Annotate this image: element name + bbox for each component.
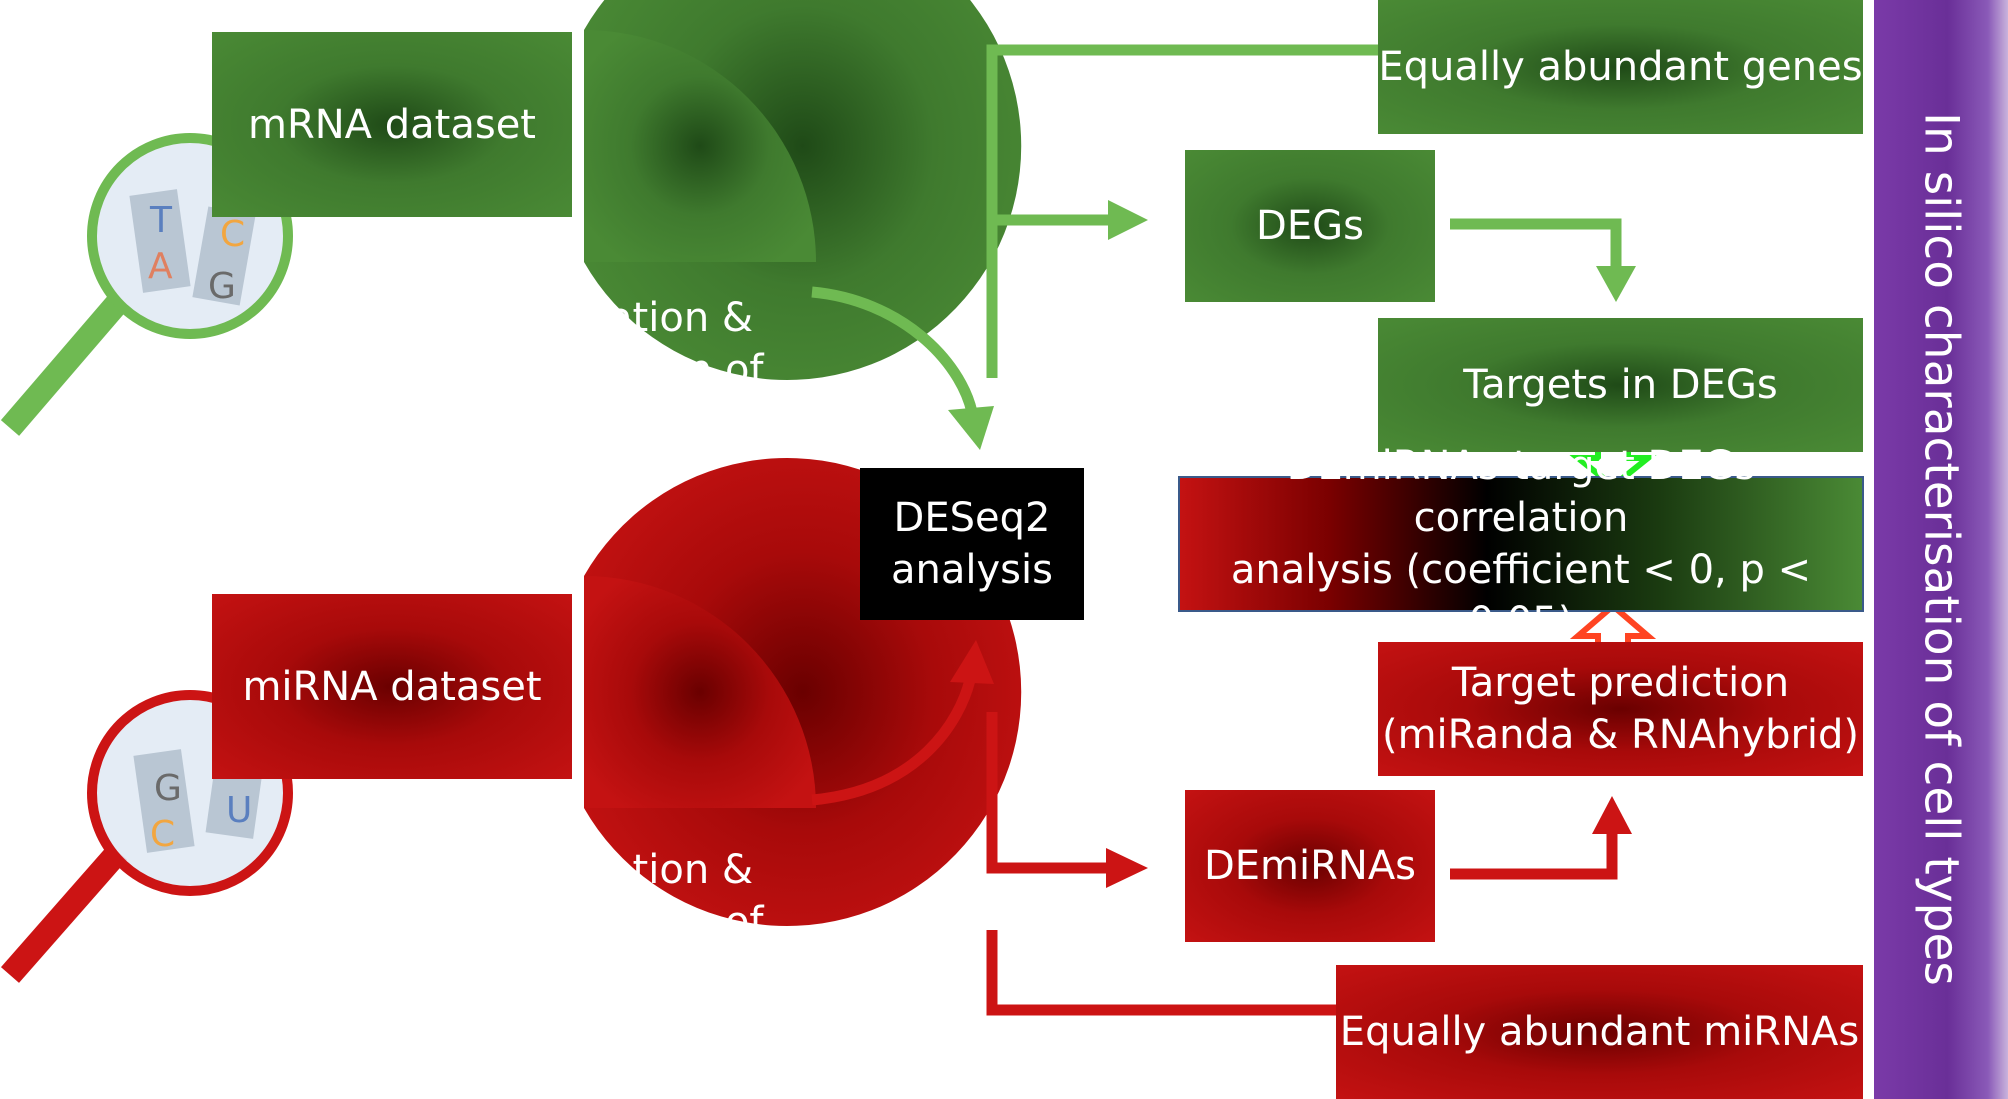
arrow-icon [986, 712, 1108, 874]
sidebar-title: In silico characterisation of cell types [1913, 112, 1969, 986]
arrow-icon [811, 678, 976, 806]
demirnas-box: DEmiRNAs [1185, 790, 1435, 942]
mrna-pie-shape [584, 30, 816, 262]
mirna-dataset-box: miRNA dataset [212, 594, 572, 779]
letter-c: C [220, 214, 245, 255]
equally-abundant-genes-box: Equally abundant genes [1378, 0, 1863, 134]
degs-box: DEGs [1185, 150, 1435, 302]
mrna-dataset-box: mRNA dataset [212, 32, 572, 217]
arrow-icon [986, 930, 1340, 1016]
arrow-icon [948, 406, 994, 450]
arrow-icon [1592, 796, 1632, 834]
mirna-identification-label: Identification & quantification of miRNA… [436, 847, 764, 997]
deseq2-box: DESeq2 analysis [860, 468, 1084, 620]
equally-abundant-mirnas-box: Equally abundant miRNAs [1336, 965, 1863, 1099]
arrow-icon [811, 286, 978, 414]
arrow-icon [1450, 830, 1618, 880]
mirna-pie-shape [584, 576, 816, 808]
letter-a: A [148, 246, 173, 287]
target-prediction-box: Target prediction (miRanda & RNAhybrid) [1378, 642, 1863, 776]
arrow-icon [986, 44, 1380, 378]
mrna-identification-label: Identification & quantification of mRNAs [436, 295, 764, 445]
arrow-icon [1450, 218, 1622, 270]
arrow-icon [1106, 848, 1148, 888]
mirna-dataset-label: miRNA dataset [242, 663, 542, 710]
letter-g: G [154, 768, 182, 809]
letter-c: C [150, 814, 175, 855]
sidebar-panel [1874, 0, 2008, 1099]
arrow-icon [1596, 266, 1636, 302]
mrna-dataset-label: mRNA dataset [248, 101, 536, 148]
arrow-icon [1108, 200, 1148, 240]
arrow-icon [950, 640, 994, 684]
targets-in-degs-box: Targets in DEGs [1378, 318, 1863, 452]
letter-g: G [208, 266, 236, 307]
letter-t: T [149, 200, 173, 241]
letter-u: U [226, 790, 252, 831]
correlation-analysis-box: DEmiRNAs-target DEGs correlation analysi… [1178, 443, 1864, 645]
